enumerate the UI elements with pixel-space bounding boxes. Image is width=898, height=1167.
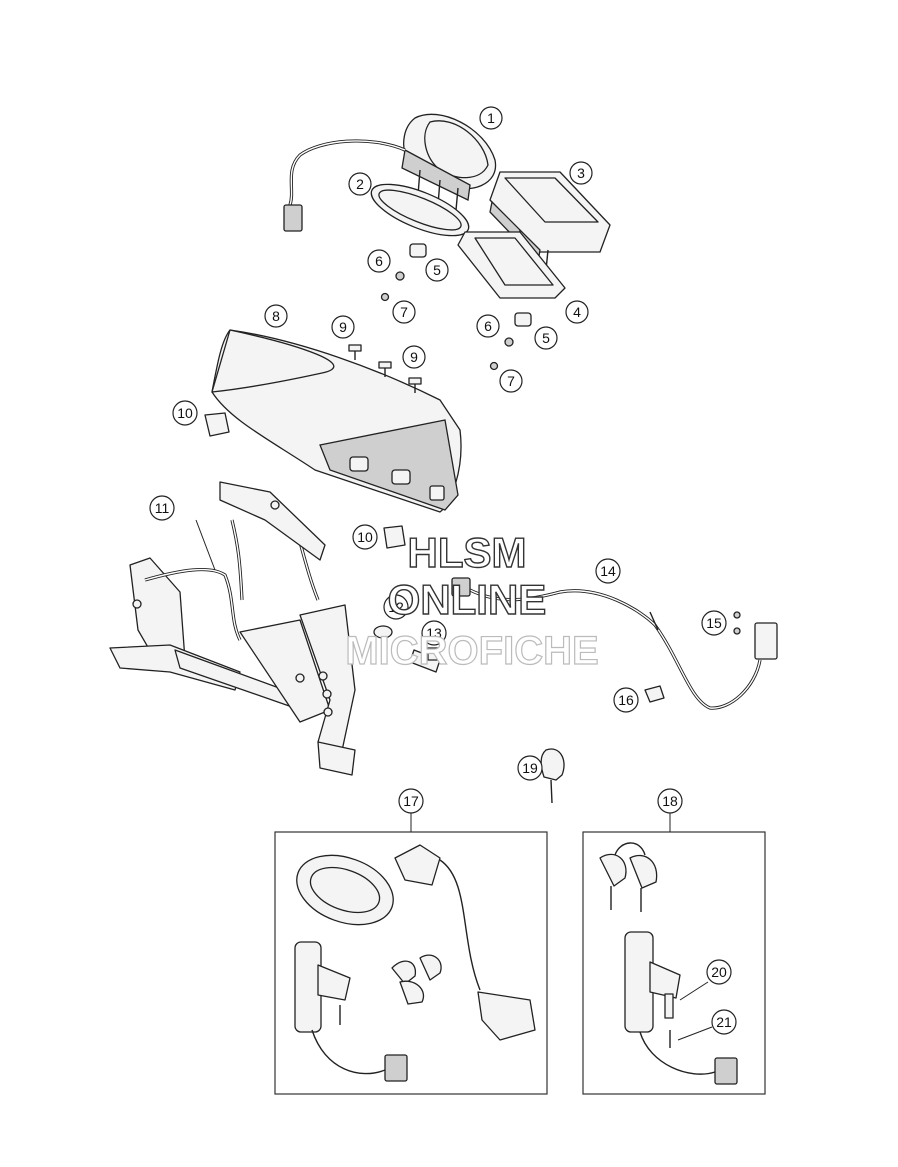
- callout-9b: 9: [402, 345, 426, 369]
- bolt-9b: [378, 361, 392, 377]
- callout-3: 3: [569, 161, 593, 185]
- grommet-5b: [514, 312, 532, 327]
- instrument-cover-part: [211, 329, 462, 513]
- svg-text:10: 10: [357, 529, 373, 545]
- svg-text:19: 19: [522, 760, 538, 776]
- grommet-5a: [409, 243, 427, 258]
- callout-9a: 9: [331, 315, 355, 339]
- callout-19: 19: [517, 755, 543, 781]
- watermark-line-3: MICROFICHE: [345, 629, 598, 673]
- screw-15b: [733, 627, 741, 635]
- svg-text:10: 10: [177, 405, 193, 421]
- svg-text:8: 8: [272, 308, 280, 324]
- svg-text:7: 7: [507, 373, 515, 389]
- callout-16: 16: [613, 687, 639, 713]
- callout-12: 12: [383, 594, 409, 620]
- callout-18: 18: [657, 788, 683, 814]
- svg-text:4: 4: [573, 304, 581, 320]
- callout-5b: 5: [534, 326, 558, 350]
- svg-text:2: 2: [356, 176, 364, 192]
- switch-14: [754, 622, 778, 660]
- svg-text:17: 17: [403, 793, 419, 809]
- callout-7a: 7: [392, 300, 416, 324]
- harness-connector-14: [451, 577, 471, 597]
- svg-text:9: 9: [410, 349, 418, 365]
- callout-7b: 7: [499, 369, 523, 393]
- callout-10a: 10: [172, 400, 198, 426]
- bolt-13: [409, 647, 441, 673]
- key-19: [540, 748, 565, 804]
- callout-21: 21: [711, 1009, 737, 1035]
- svg-text:14: 14: [600, 563, 616, 579]
- svg-text:1: 1: [487, 110, 495, 126]
- nut-7a: [380, 292, 390, 302]
- kit-17-parts: [294, 844, 536, 1082]
- callout-8: 8: [264, 304, 288, 328]
- speedometer-connector: [283, 204, 303, 232]
- callout-10b: 10: [352, 524, 378, 550]
- svg-text:7: 7: [400, 304, 408, 320]
- watermark-line-1: HLSM: [408, 529, 527, 576]
- callout-17: 17: [398, 788, 424, 814]
- svg-text:18: 18: [662, 793, 678, 809]
- callout-6b: 6: [476, 314, 500, 338]
- callout-20: 20: [706, 959, 732, 985]
- washer-6a: [395, 271, 405, 281]
- svg-text:12: 12: [388, 599, 404, 615]
- svg-text:3: 3: [577, 165, 585, 181]
- svg-text:9: 9: [339, 319, 347, 335]
- callout-2: 2: [348, 172, 372, 196]
- callout-5a: 5: [425, 258, 449, 282]
- watermark-line-2: ONLINE: [388, 576, 547, 623]
- callout-1: 1: [479, 106, 503, 130]
- callout-4: 4: [565, 300, 589, 324]
- washer-12: [373, 625, 393, 639]
- svg-text:15: 15: [706, 615, 722, 631]
- svg-text:16: 16: [618, 692, 634, 708]
- mounting-bracket-part: [109, 481, 356, 776]
- svg-text:5: 5: [433, 262, 441, 278]
- svg-text:5: 5: [542, 330, 550, 346]
- bolt-9a: [348, 344, 362, 360]
- kit-18-parts: [599, 842, 738, 1085]
- bolt-9c: [408, 377, 422, 393]
- speedometer-part: [401, 113, 497, 211]
- svg-text:11: 11: [155, 500, 170, 516]
- watermark: HLSM ONLINE MICROFICHE: [345, 528, 600, 673]
- callout-15: 15: [701, 610, 727, 636]
- callout-6a: 6: [367, 249, 391, 273]
- kit-18-box: [582, 831, 766, 1095]
- cable-clamp-16: [644, 685, 665, 703]
- callout-13: 13: [421, 620, 447, 646]
- nut-7b: [489, 361, 499, 371]
- svg-text:6: 6: [375, 253, 383, 269]
- clip-10a: [204, 412, 230, 437]
- svg-text:20: 20: [711, 964, 727, 980]
- svg-text:21: 21: [716, 1014, 732, 1030]
- svg-text:6: 6: [484, 318, 492, 334]
- clip-10b: [383, 525, 406, 549]
- callout-14: 14: [595, 558, 621, 584]
- svg-text:13: 13: [426, 625, 442, 641]
- callout-11: 11: [149, 495, 175, 521]
- screw-15a: [733, 611, 741, 619]
- washer-6b: [504, 337, 514, 347]
